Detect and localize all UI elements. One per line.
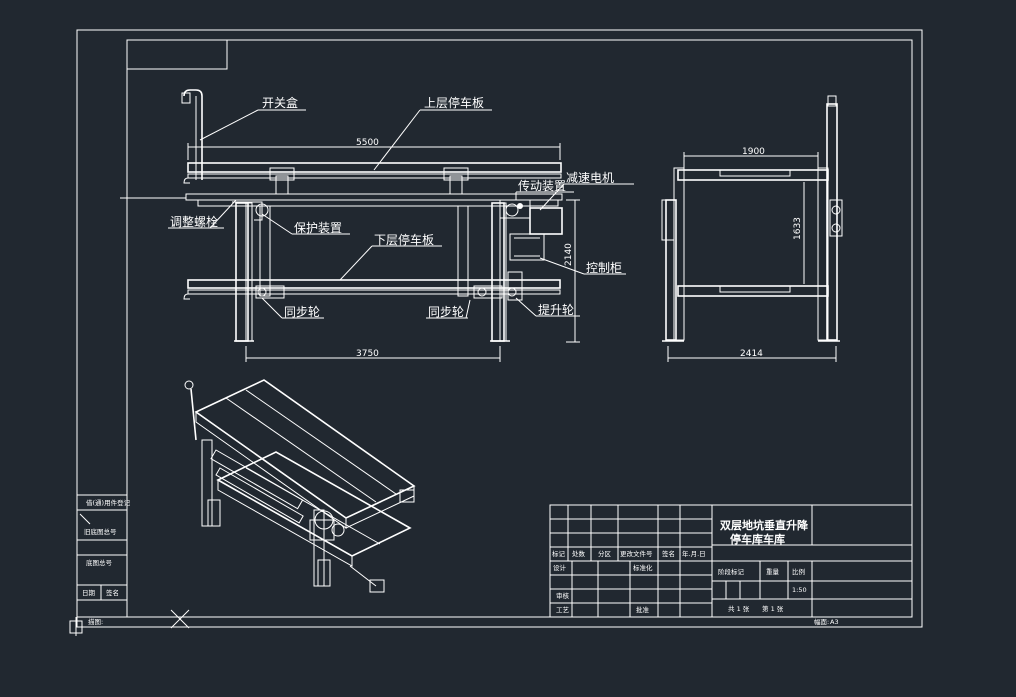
label-transmission: 传动装置 [518,178,566,193]
tb-stage-mark: 阶段标记 [718,567,745,576]
tb-col-date: 年.月.日 [682,549,706,558]
tb-row-review: 审核 [556,591,570,600]
crosshair-cursor-icon [170,609,190,629]
side-row4b: 签名 [106,588,119,597]
corner-box [126,39,228,70]
side-row1: 借(通)用件登记 [86,498,131,507]
label-control-cabinet: 控制柜 [586,261,622,275]
tb-col-zone: 分区 [598,549,612,558]
label-adjust-bolt: 调整螺栓 [170,214,218,229]
side-row3: 底图总号 [86,558,113,567]
tb-scale: 1:50 [792,586,807,594]
tb-row-design: 设计 [553,563,567,572]
tb-col-mark: 标记 [552,549,566,558]
tb-weight: 重量 [766,568,780,576]
label-sync-wheel-2: 同步轮 [428,305,464,319]
drawing-title-line2: 停车库车库 [730,532,785,546]
label-lower-plate: 下层停车板 [374,232,434,247]
tb-col-count: 处数 [572,549,586,558]
outer-frame [76,29,923,628]
tb-ratio: 比例 [792,567,805,576]
dim-side-width-top: 1900 [742,147,765,157]
dim-side-width-bottom: 2414 [740,349,763,359]
side-row4a: 日期 [82,589,96,597]
tb-col-doc: 更改文件号 [620,549,653,558]
tb-format-label: 幅面: [814,617,829,626]
front-view: 5500 3750 2140 开关盒 上层停车板 传动装 [120,89,634,362]
tb-paper-size: A3 [830,618,839,626]
dim-top-length: 5500 [356,138,379,148]
drawing-title-line1: 双层地坑垂直升降 [720,518,809,532]
tb-row-approve: 批准 [636,605,650,614]
label-upper-plate: 上层停车板 [424,95,484,110]
label-lift-wheel: 提升轮 [538,302,574,317]
tb-row-process: 工艺 [556,606,570,614]
dim-bottom-length: 3750 [356,349,379,359]
copy-label: 描图: [88,617,103,626]
side-registration-block: 借(通)用件登记 旧底图总号 底图总号 日期 签名 描图: [76,494,131,626]
isometric-view [184,379,416,593]
tb-sheet-no: 第 1 张 [762,604,784,613]
tb-sheets-total: 共 1 张 [728,604,750,613]
inner-frame [126,39,913,618]
label-protection: 保护装置 [294,221,342,235]
tb-col-sign: 签名 [662,549,675,558]
ucs-icon [69,617,83,636]
side-view: 1900 1633 2414 [661,95,843,362]
side-row2: 旧底图总号 [84,527,117,536]
title-block: 双层地坑垂直升降 停车库车库 标记 处数 分区 更改文件号 签名 年.月.日 设… [549,504,913,626]
label-reducer-motor: 减速电机 [566,171,614,185]
tb-row-standard: 标准化 [633,563,653,572]
label-switch-box: 开关盒 [262,95,298,110]
dim-height: 2140 [564,243,574,266]
label-sync-wheel-1: 同步轮 [284,305,320,319]
dim-side-height: 1633 [793,217,803,240]
